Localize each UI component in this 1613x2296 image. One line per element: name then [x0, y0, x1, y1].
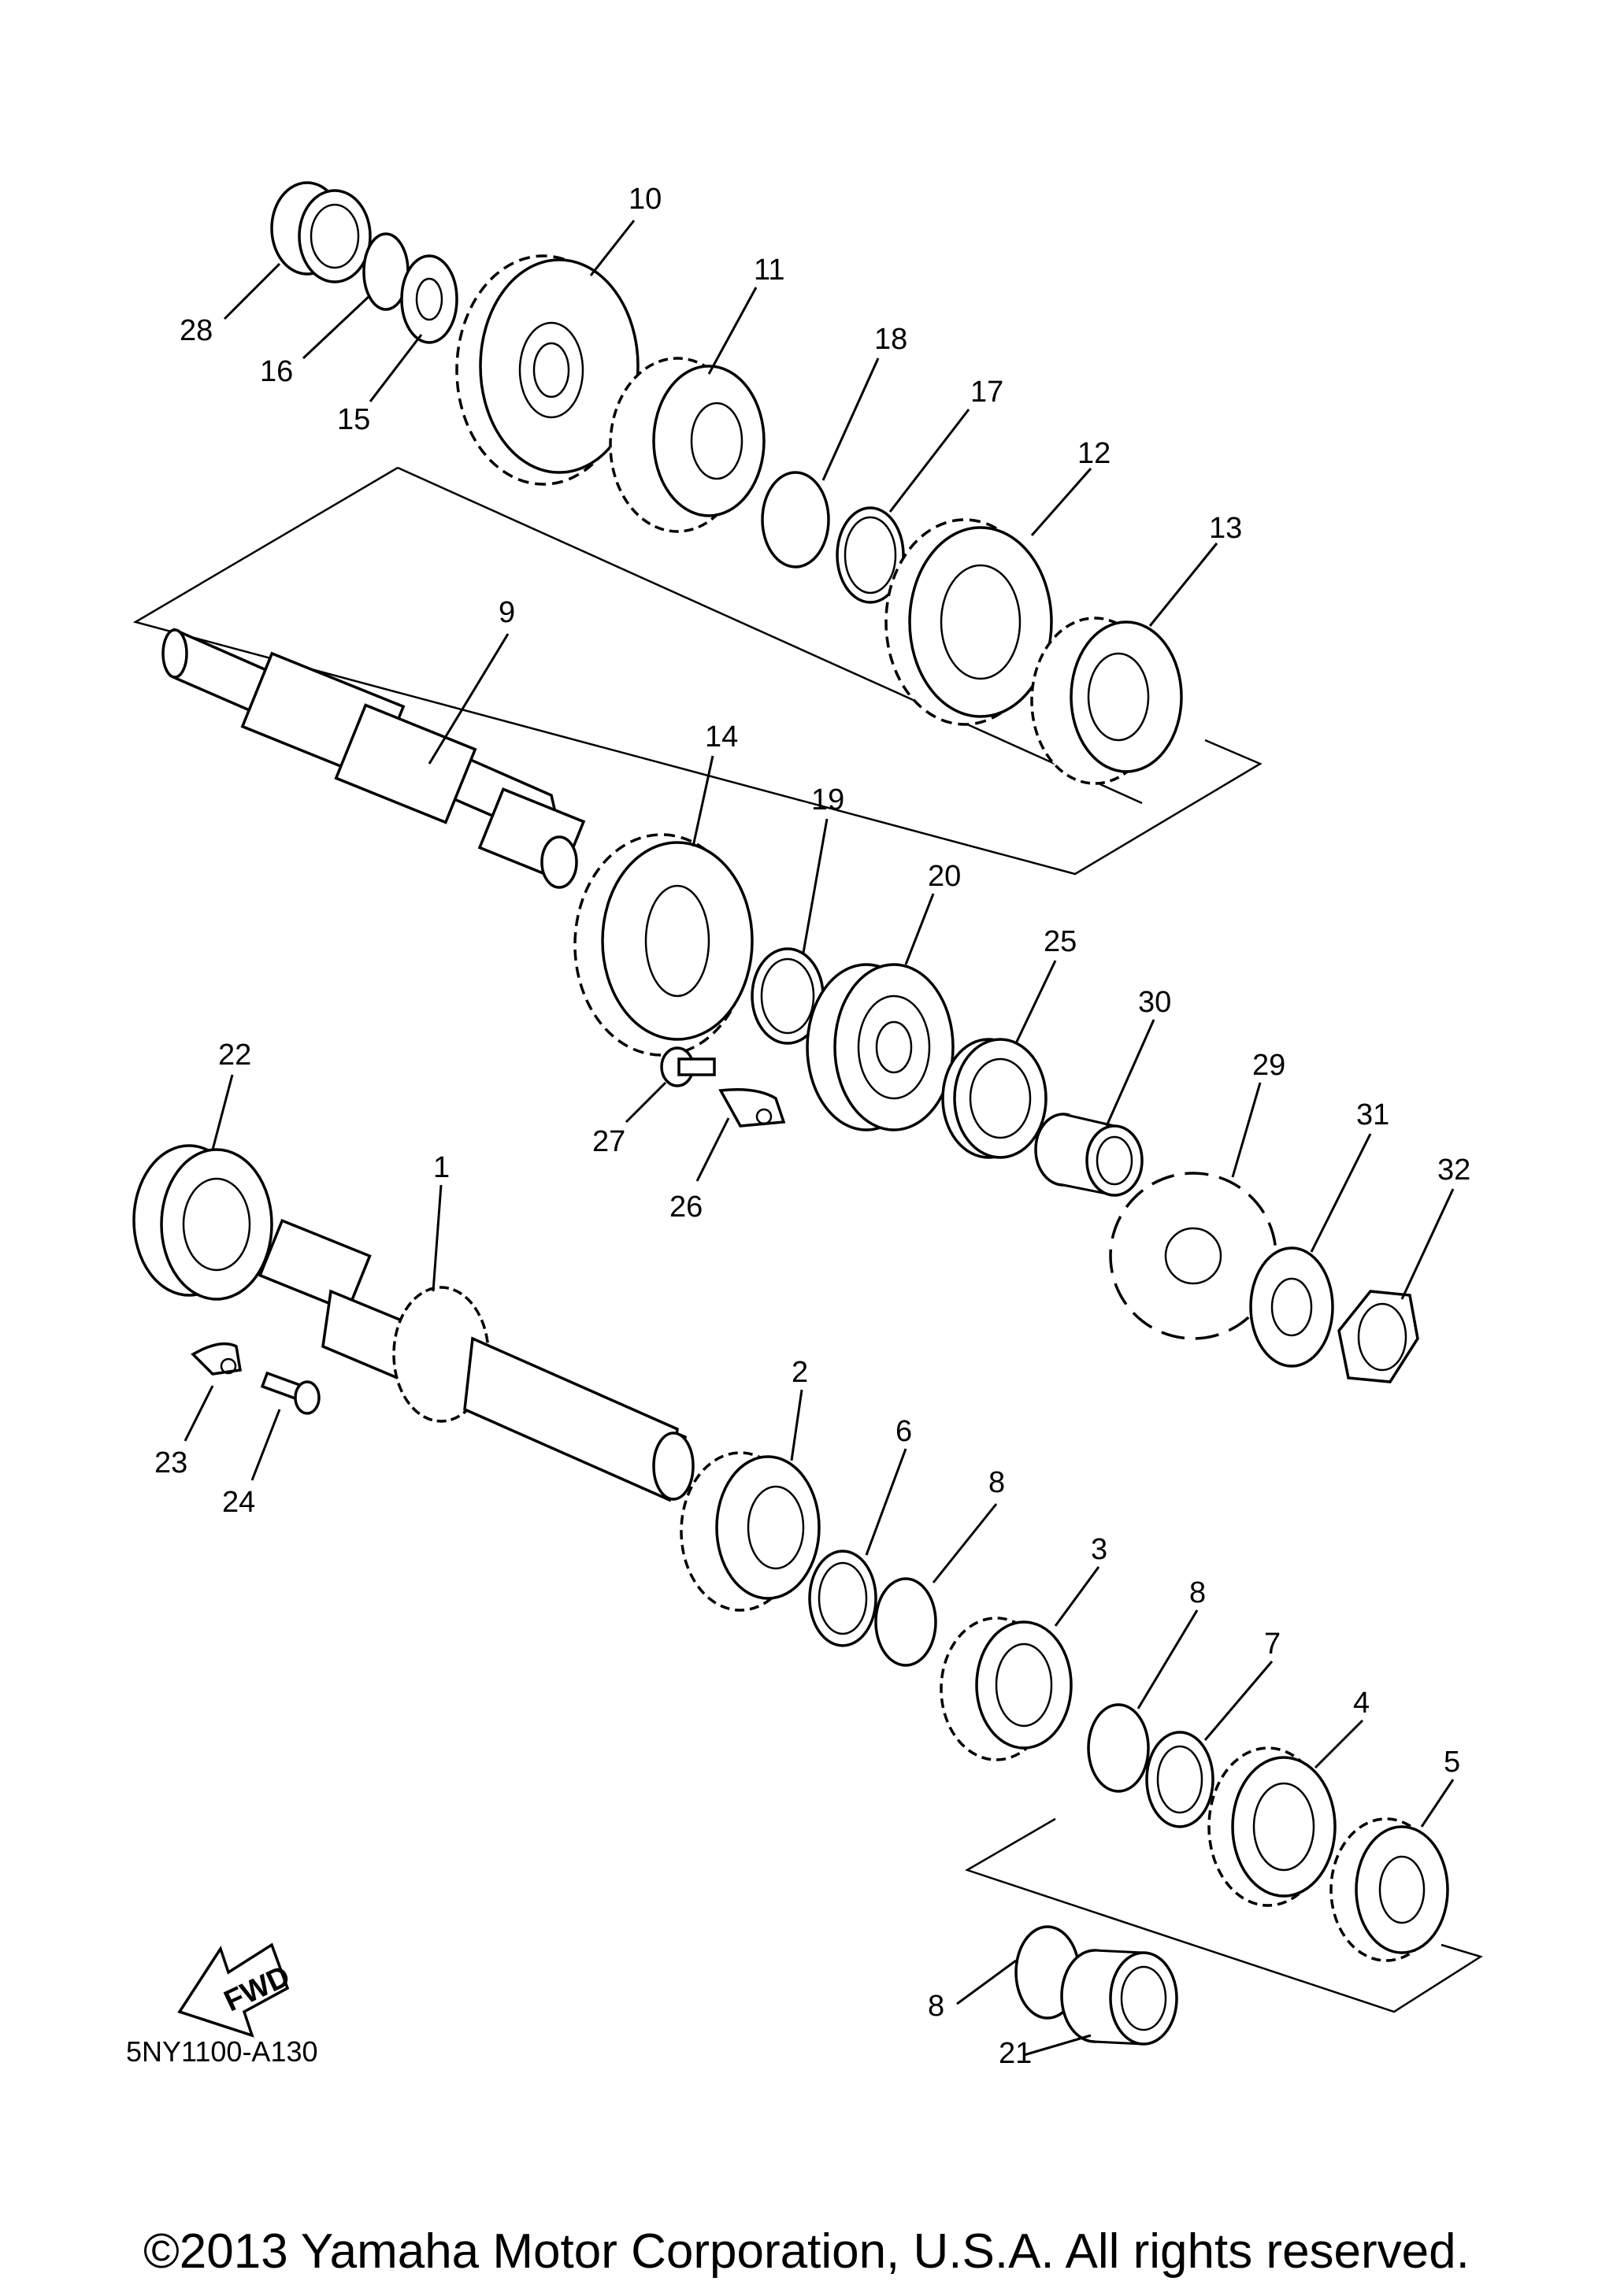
part-6-washer: [808, 1550, 877, 1647]
callout-11: 11: [754, 254, 784, 287]
callout-30: 30: [1138, 986, 1171, 1019]
callout-2: 2: [792, 1356, 808, 1389]
callout-28: 28: [180, 314, 213, 347]
part-17-washer: [836, 506, 905, 604]
part-7-washer: [1145, 1731, 1214, 1828]
callout-7: 7: [1264, 1628, 1281, 1661]
part-20-bearing: [806, 963, 955, 1131]
callout-20: 20: [928, 860, 961, 893]
callout-1: 1: [433, 1151, 450, 1184]
callout-24: 24: [222, 1486, 255, 1519]
part-25-oil-seal: [941, 1038, 1048, 1159]
callout-17: 17: [970, 376, 1003, 409]
part-8-circlip-a: [874, 1577, 937, 1667]
callout-21: 21: [999, 2037, 1032, 2070]
part-28-bearing: [270, 181, 372, 283]
part-12-gear: [884, 518, 1053, 726]
part-26-plate: [718, 1088, 786, 1128]
part-13-gear: [1030, 617, 1183, 785]
part-14-gear: [573, 833, 754, 1057]
part-8-circlip-b: [1087, 1703, 1150, 1793]
copyright-notice: ©2013 Yamaha Motor Corporation, U.S.A. A…: [143, 2224, 1470, 2279]
part-21-bearing: [1060, 1949, 1178, 2046]
part-24-screw: [260, 1371, 321, 1415]
fwd-arrow-icon: FWD: [177, 1942, 295, 2038]
callout-27: 27: [592, 1125, 625, 1158]
part-4-gear: [1207, 1746, 1337, 1907]
callout-8b: 8: [1189, 1576, 1206, 1609]
part-22-bearing: [132, 1144, 273, 1301]
part-9-main-axle: [161, 628, 586, 889]
drive-axle-outline: [964, 1817, 1483, 2013]
part-32-nut: [1337, 1290, 1419, 1383]
callout-31: 31: [1356, 1098, 1389, 1131]
callout-29: 29: [1252, 1049, 1285, 1082]
callout-4: 4: [1353, 1687, 1370, 1720]
callout-labels: 28 16 15 10 11 18 17 12 13 9 14 19 20 25…: [154, 183, 1470, 2070]
part-30-collar: [1034, 1113, 1144, 1197]
callout-23: 23: [154, 1446, 187, 1479]
part-18-circlip: [761, 471, 830, 568]
part-5-gear: [1329, 1817, 1449, 1962]
callout-16: 16: [260, 355, 293, 388]
callout-8c: 8: [928, 1990, 944, 2023]
part-3-gear: [940, 1616, 1073, 1761]
callout-6: 6: [895, 1415, 912, 1448]
part-31-lock-washer: [1249, 1246, 1334, 1368]
callout-14: 14: [705, 720, 738, 754]
callout-19: 19: [811, 783, 844, 817]
main-axle-outline-top: [397, 466, 1143, 805]
callout-22: 22: [218, 1039, 251, 1072]
callout-32: 32: [1437, 1154, 1470, 1187]
callout-10: 10: [629, 183, 662, 216]
callout-13: 13: [1209, 512, 1242, 545]
callout-25: 25: [1044, 925, 1077, 958]
main-axle-outline: [132, 466, 1263, 876]
part-27-bolt: [660, 1046, 716, 1087]
callout-15: 15: [337, 403, 370, 436]
callout-8a: 8: [988, 1466, 1005, 1499]
part-1-drive-axle: [258, 1218, 695, 1502]
callout-9: 9: [499, 596, 515, 629]
leader-lines: [184, 220, 1455, 2057]
callout-3: 3: [1091, 1533, 1107, 1566]
part-10-gear: [455, 254, 640, 486]
callout-12: 12: [1077, 437, 1111, 470]
part-2-gear: [680, 1451, 821, 1612]
callout-18: 18: [874, 323, 907, 356]
callout-5: 5: [1444, 1746, 1460, 1779]
part-11-gear: [609, 357, 766, 533]
part-code: 5NY1100-A130: [126, 2035, 318, 2068]
callout-26: 26: [669, 1191, 703, 1224]
part-23-plate: [191, 1342, 243, 1376]
part-15-washer: [400, 254, 458, 344]
